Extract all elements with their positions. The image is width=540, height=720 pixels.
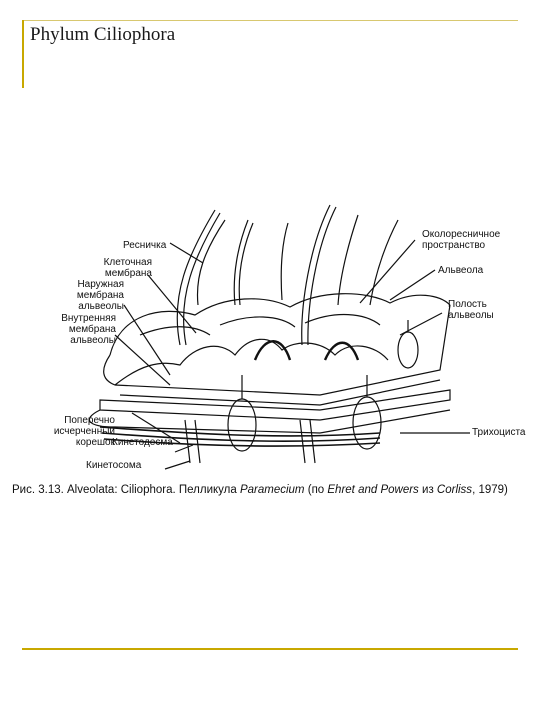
cilium-7 — [369, 219, 399, 306]
caption-open: (по — [307, 484, 325, 496]
trichocyst-3 — [397, 331, 419, 369]
label-striated-root: Поперечно исчерченный корешок — [20, 415, 115, 448]
figure-caption: Рис. 3.13. Alveolata: Ciliophora. Пеллик… — [12, 484, 532, 496]
cilium-3 — [233, 219, 249, 306]
label-inner-membrane-line3: альвеолы — [70, 335, 116, 346]
label-outer-membrane-line3: альвеолы — [78, 301, 124, 312]
caption-mid: из — [422, 484, 434, 496]
cilium-6 — [337, 214, 359, 306]
bottom-accent-line — [22, 648, 518, 650]
label-perciliary-line2: пространство — [422, 240, 486, 251]
label-alveolar-cavity-line2: альвеолы — [448, 310, 494, 321]
label-inner-membrane-line1: Внутренняя — [61, 313, 116, 324]
label-cell-membrane: Клеточная мембрана — [56, 257, 152, 279]
kinetosome-2 — [299, 419, 316, 464]
caption-authors2: Corliss — [436, 484, 473, 496]
alveoli-top — [109, 293, 451, 356]
top-accent-line — [22, 20, 518, 21]
label-striated-root-line2: исчерченный — [53, 426, 115, 437]
label-outer-membrane: Наружная мембрана альвеолы — [28, 279, 124, 312]
label-cell-membrane-line2: мембрана — [104, 268, 152, 279]
label-perciliary-line1: Околоресничное — [422, 229, 501, 240]
label-striated-root-line3: корешок — [75, 437, 115, 448]
pellicle-illustration — [88, 204, 470, 470]
cilium-1 — [176, 209, 216, 346]
kinetosome-1 — [184, 419, 201, 464]
caption-close: , 1979) — [472, 484, 508, 496]
label-trichocyst: Трихоциста — [472, 427, 526, 438]
caption-prefix: Рис. 3.13. Alveolata: Ciliophora. Пеллик… — [12, 484, 237, 496]
label-striated-root-line1: Поперечно — [64, 415, 115, 426]
label-alveolar-cavity-line1: Полость — [448, 299, 487, 310]
label-cilium: Ресничка — [123, 240, 167, 251]
label-outer-membrane-line2: мембрана — [76, 290, 124, 301]
label-inner-membrane: Внутренняя мембрана альвеолы — [20, 313, 116, 346]
label-inner-membrane-line2: мембрана — [68, 324, 116, 335]
left-accent-bar — [22, 20, 24, 88]
slide-title: Phylum Ciliophora — [30, 24, 176, 45]
label-outer-membrane-line1: Наружная — [77, 279, 124, 290]
label-kinetosome: Кинетосома — [86, 460, 142, 471]
cilium-5 — [301, 204, 331, 346]
label-alveolus: Альвеола — [438, 265, 484, 276]
caption-authors1: Ehret and Powers — [327, 484, 419, 496]
cilium-4 — [280, 222, 289, 301]
label-cell-membrane-line1: Клеточная — [103, 257, 152, 268]
label-perciliary-space: Околоресничное пространство — [422, 229, 500, 251]
caption-genus: Paramecium — [239, 484, 305, 496]
label-kinetodesma: Кинетодесма — [112, 437, 173, 448]
pellicle-figure: Ресничка Клеточная мембрана Наружная мем… — [20, 195, 530, 485]
label-alveolar-cavity: Полость альвеолы — [448, 299, 494, 321]
